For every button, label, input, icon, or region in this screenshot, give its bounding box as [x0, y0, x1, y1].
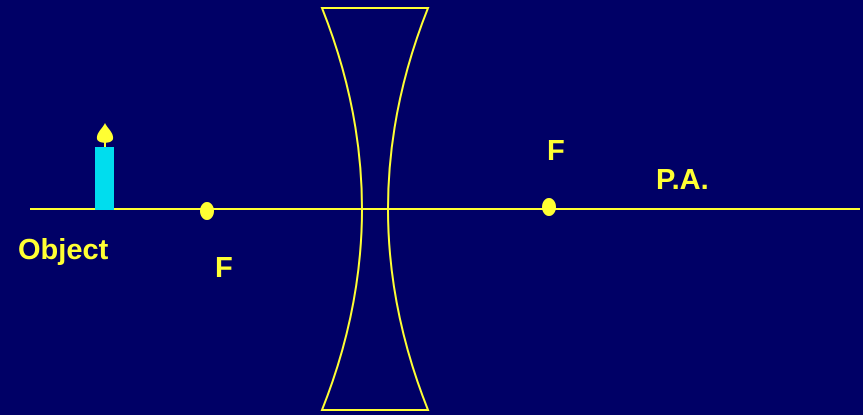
candle-flame [96, 123, 114, 143]
candle-body [95, 147, 114, 210]
principal-axis-label: P.A. [656, 164, 709, 196]
focal-label-right: F [547, 135, 565, 167]
object-label: Object [18, 234, 109, 266]
candle-object [95, 123, 114, 210]
focal-point-right [542, 198, 556, 216]
focal-label-left: F [215, 252, 233, 284]
concave-lens [320, 7, 430, 411]
focal-point-left [200, 202, 214, 220]
